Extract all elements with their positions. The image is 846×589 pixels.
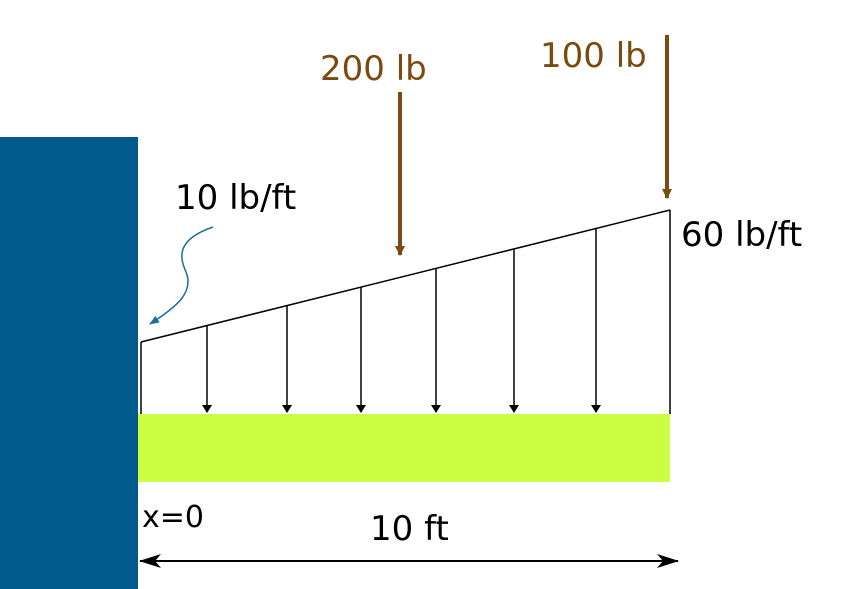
- load-envelope-top: [140, 209, 671, 343]
- origin-label: x=0: [142, 500, 204, 535]
- force-label-100: 100 lb: [540, 36, 647, 76]
- distributed-load: [140, 209, 671, 414]
- load-start-label: 10 lb/ft: [175, 178, 296, 218]
- fixed-wall: [0, 137, 138, 589]
- beam: [138, 414, 670, 482]
- load-end-label: 60 lb/ft: [681, 215, 802, 255]
- force-label-200: 200 lb: [320, 49, 427, 89]
- length-label: 10 ft: [370, 509, 449, 549]
- callout-arrow: [149, 226, 214, 325]
